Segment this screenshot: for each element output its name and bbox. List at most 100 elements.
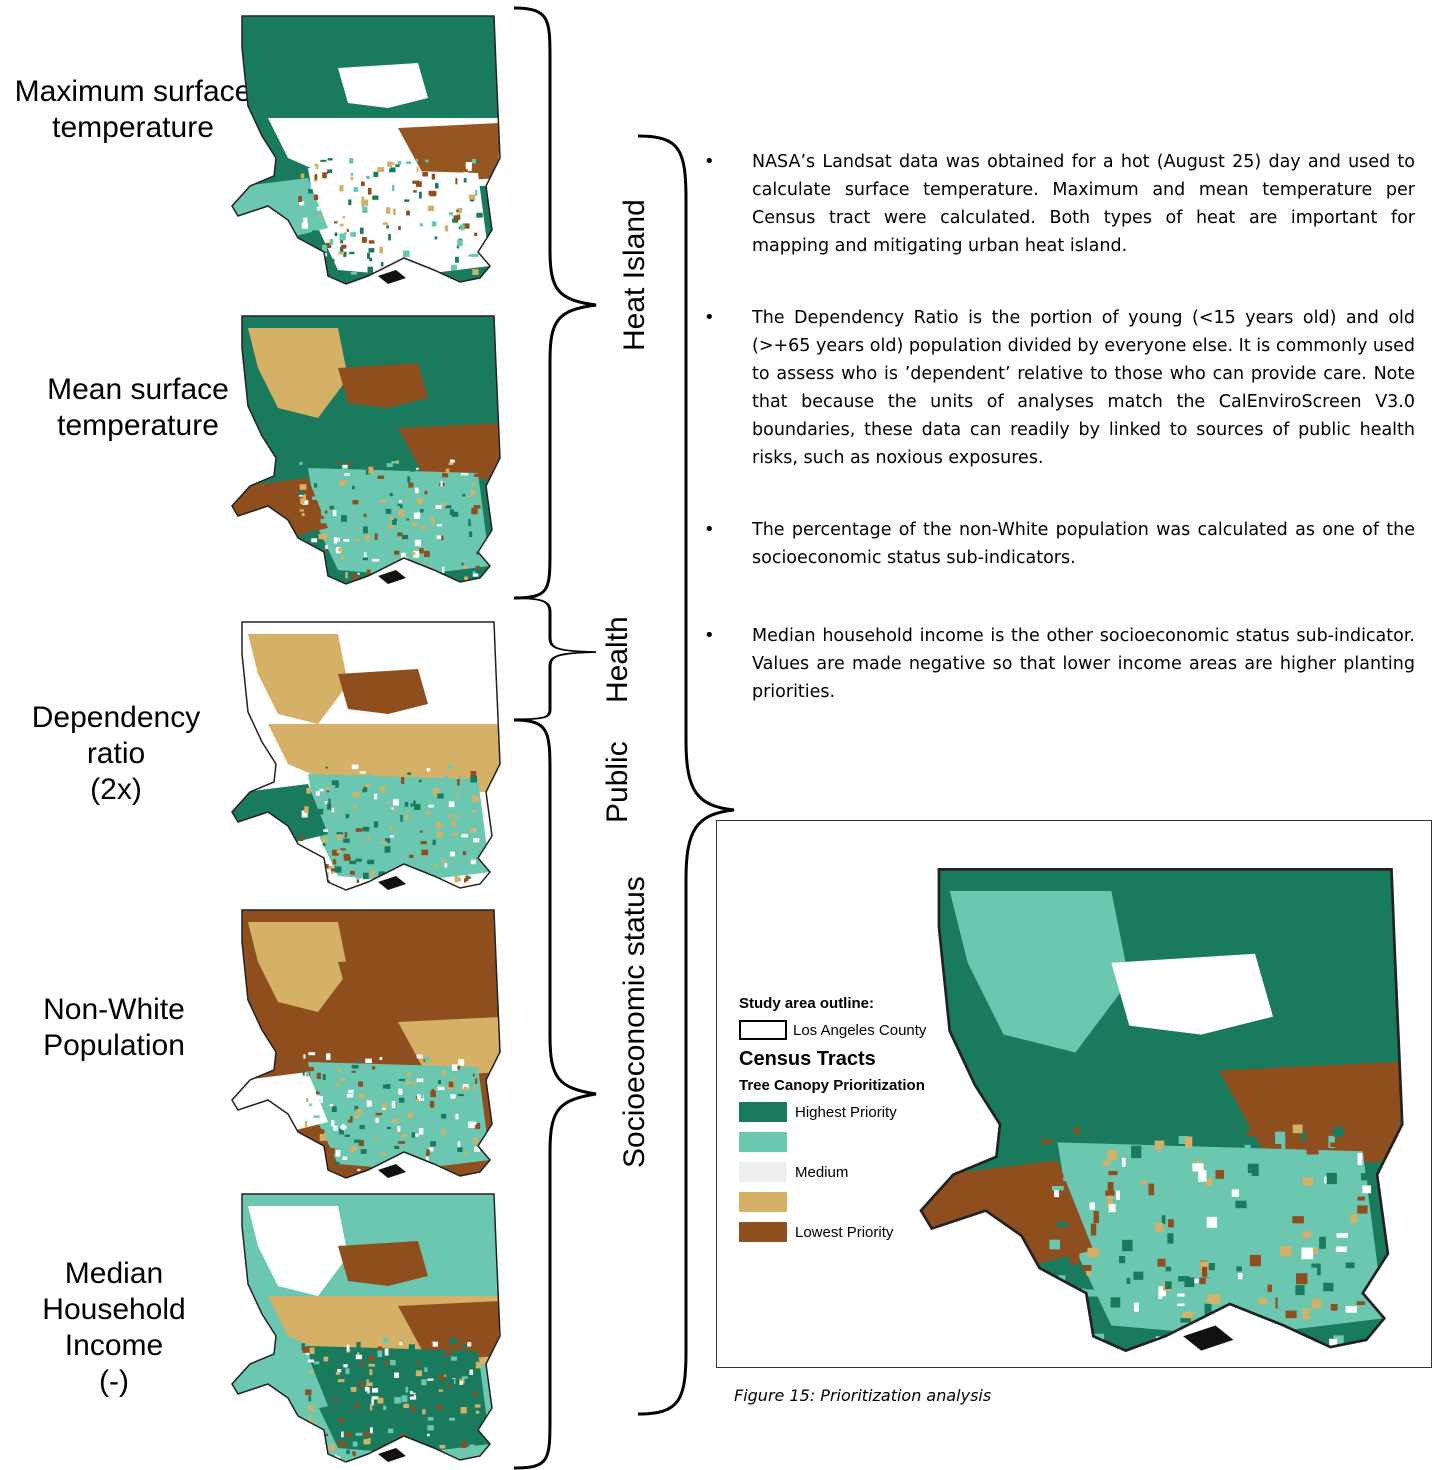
tract-speck [308,247,314,252]
brace-public-health [513,597,597,720]
tract-speck [440,503,447,507]
tract-speck [460,1407,467,1414]
tract-speck [415,158,418,162]
tract-speck [307,1086,315,1090]
tract-speck [415,1133,419,1137]
tract-speck [370,1403,373,1411]
tract-speck [451,1167,457,1170]
tract-speck [408,482,414,488]
tract-speck [306,873,312,880]
tract-speck [363,526,368,534]
tract-speck [344,473,350,476]
tract-speck [310,781,315,785]
tract-speck [1054,1188,1060,1198]
tract-speck [382,1337,389,1343]
tract-speck [452,1052,458,1057]
tract-speck [372,195,379,200]
tract-speck [343,838,350,843]
tract-speck [350,176,354,181]
region-northwest [248,28,348,118]
legend-row [739,1130,926,1154]
tract-speck [439,1444,446,1449]
tract-speck [426,1149,430,1156]
tract-speck [1311,1267,1317,1277]
tract-speck [1116,1229,1126,1242]
tract-speck [373,548,377,552]
tract-speck [425,1156,429,1163]
tract-speck [1063,1176,1076,1182]
tract-speck [457,1141,461,1148]
tract-speck [1161,1215,1166,1225]
tract-speck [1302,1308,1312,1320]
tract-speck [474,473,481,477]
tract-speck [1350,1214,1358,1223]
tract-speck [377,1350,383,1357]
tract-speck [390,1420,395,1425]
tract-speck [398,1430,401,1437]
tract-speck [385,1360,390,1365]
tract-speck [420,509,424,513]
tract-speck [450,1337,458,1345]
map-median-household-income [231,1193,501,1463]
tract-speck [442,472,449,478]
tract-speck [302,1069,305,1076]
tract-speck [377,167,385,172]
tract-speck [473,505,481,509]
tract-speck [384,1348,389,1356]
tract-speck [446,1351,453,1356]
legend-swatch [739,1102,787,1122]
tract-speck [298,195,302,202]
tract-speck [1246,1322,1257,1333]
tract-speck [360,1149,367,1154]
tract-speck [454,875,459,883]
tract-speck [1102,1160,1111,1166]
tract-speck [384,846,391,853]
tract-speck [406,210,410,216]
tract-speck [415,487,419,494]
tract-speck [441,535,444,542]
tract-speck [1237,1282,1246,1293]
tract-speck [408,172,412,177]
tract-speck [458,775,462,778]
tract-speck [351,1070,356,1073]
tract-speck [341,1431,344,1438]
tract-speck [380,261,384,267]
tract-speck [475,565,480,569]
tract-speck [420,841,427,845]
tract-speck [1182,1312,1194,1319]
tract-speck [1199,1321,1205,1329]
tract-speck [398,1078,405,1082]
tract-speck [342,464,348,469]
tract-speck [346,1449,350,1455]
tract-speck [400,814,403,822]
region-east [398,423,500,483]
region-northwest [949,890,1130,1053]
tract-speck [298,490,304,495]
tract-speck [323,829,328,832]
tract-speck [298,1145,306,1151]
tract-speck [333,537,338,544]
tract-speck [310,530,317,538]
tract-speck [398,1141,405,1144]
tract-speck [362,1096,365,1100]
tract-speck [1244,1144,1251,1156]
tract-speck [355,482,363,488]
tract-speck [438,1080,441,1084]
tract-speck [374,232,378,237]
tract-speck [461,834,468,838]
tract-speck [371,816,375,819]
tract-speck [309,1103,312,1107]
tract-speck [366,175,370,180]
tract-speck [402,534,409,540]
tract-speck [439,1374,445,1381]
tract-speck [308,188,313,194]
tract-speck [419,223,423,227]
tract-speck [302,494,306,501]
legend-outline-swatch [739,1020,787,1040]
tract-speck [348,460,351,467]
tract-speck [1310,1247,1318,1255]
tract-speck [307,1359,314,1363]
legend-outline-row: Los Angeles County [739,1020,926,1040]
tract-speck [391,807,394,810]
tract-speck [391,1101,395,1108]
